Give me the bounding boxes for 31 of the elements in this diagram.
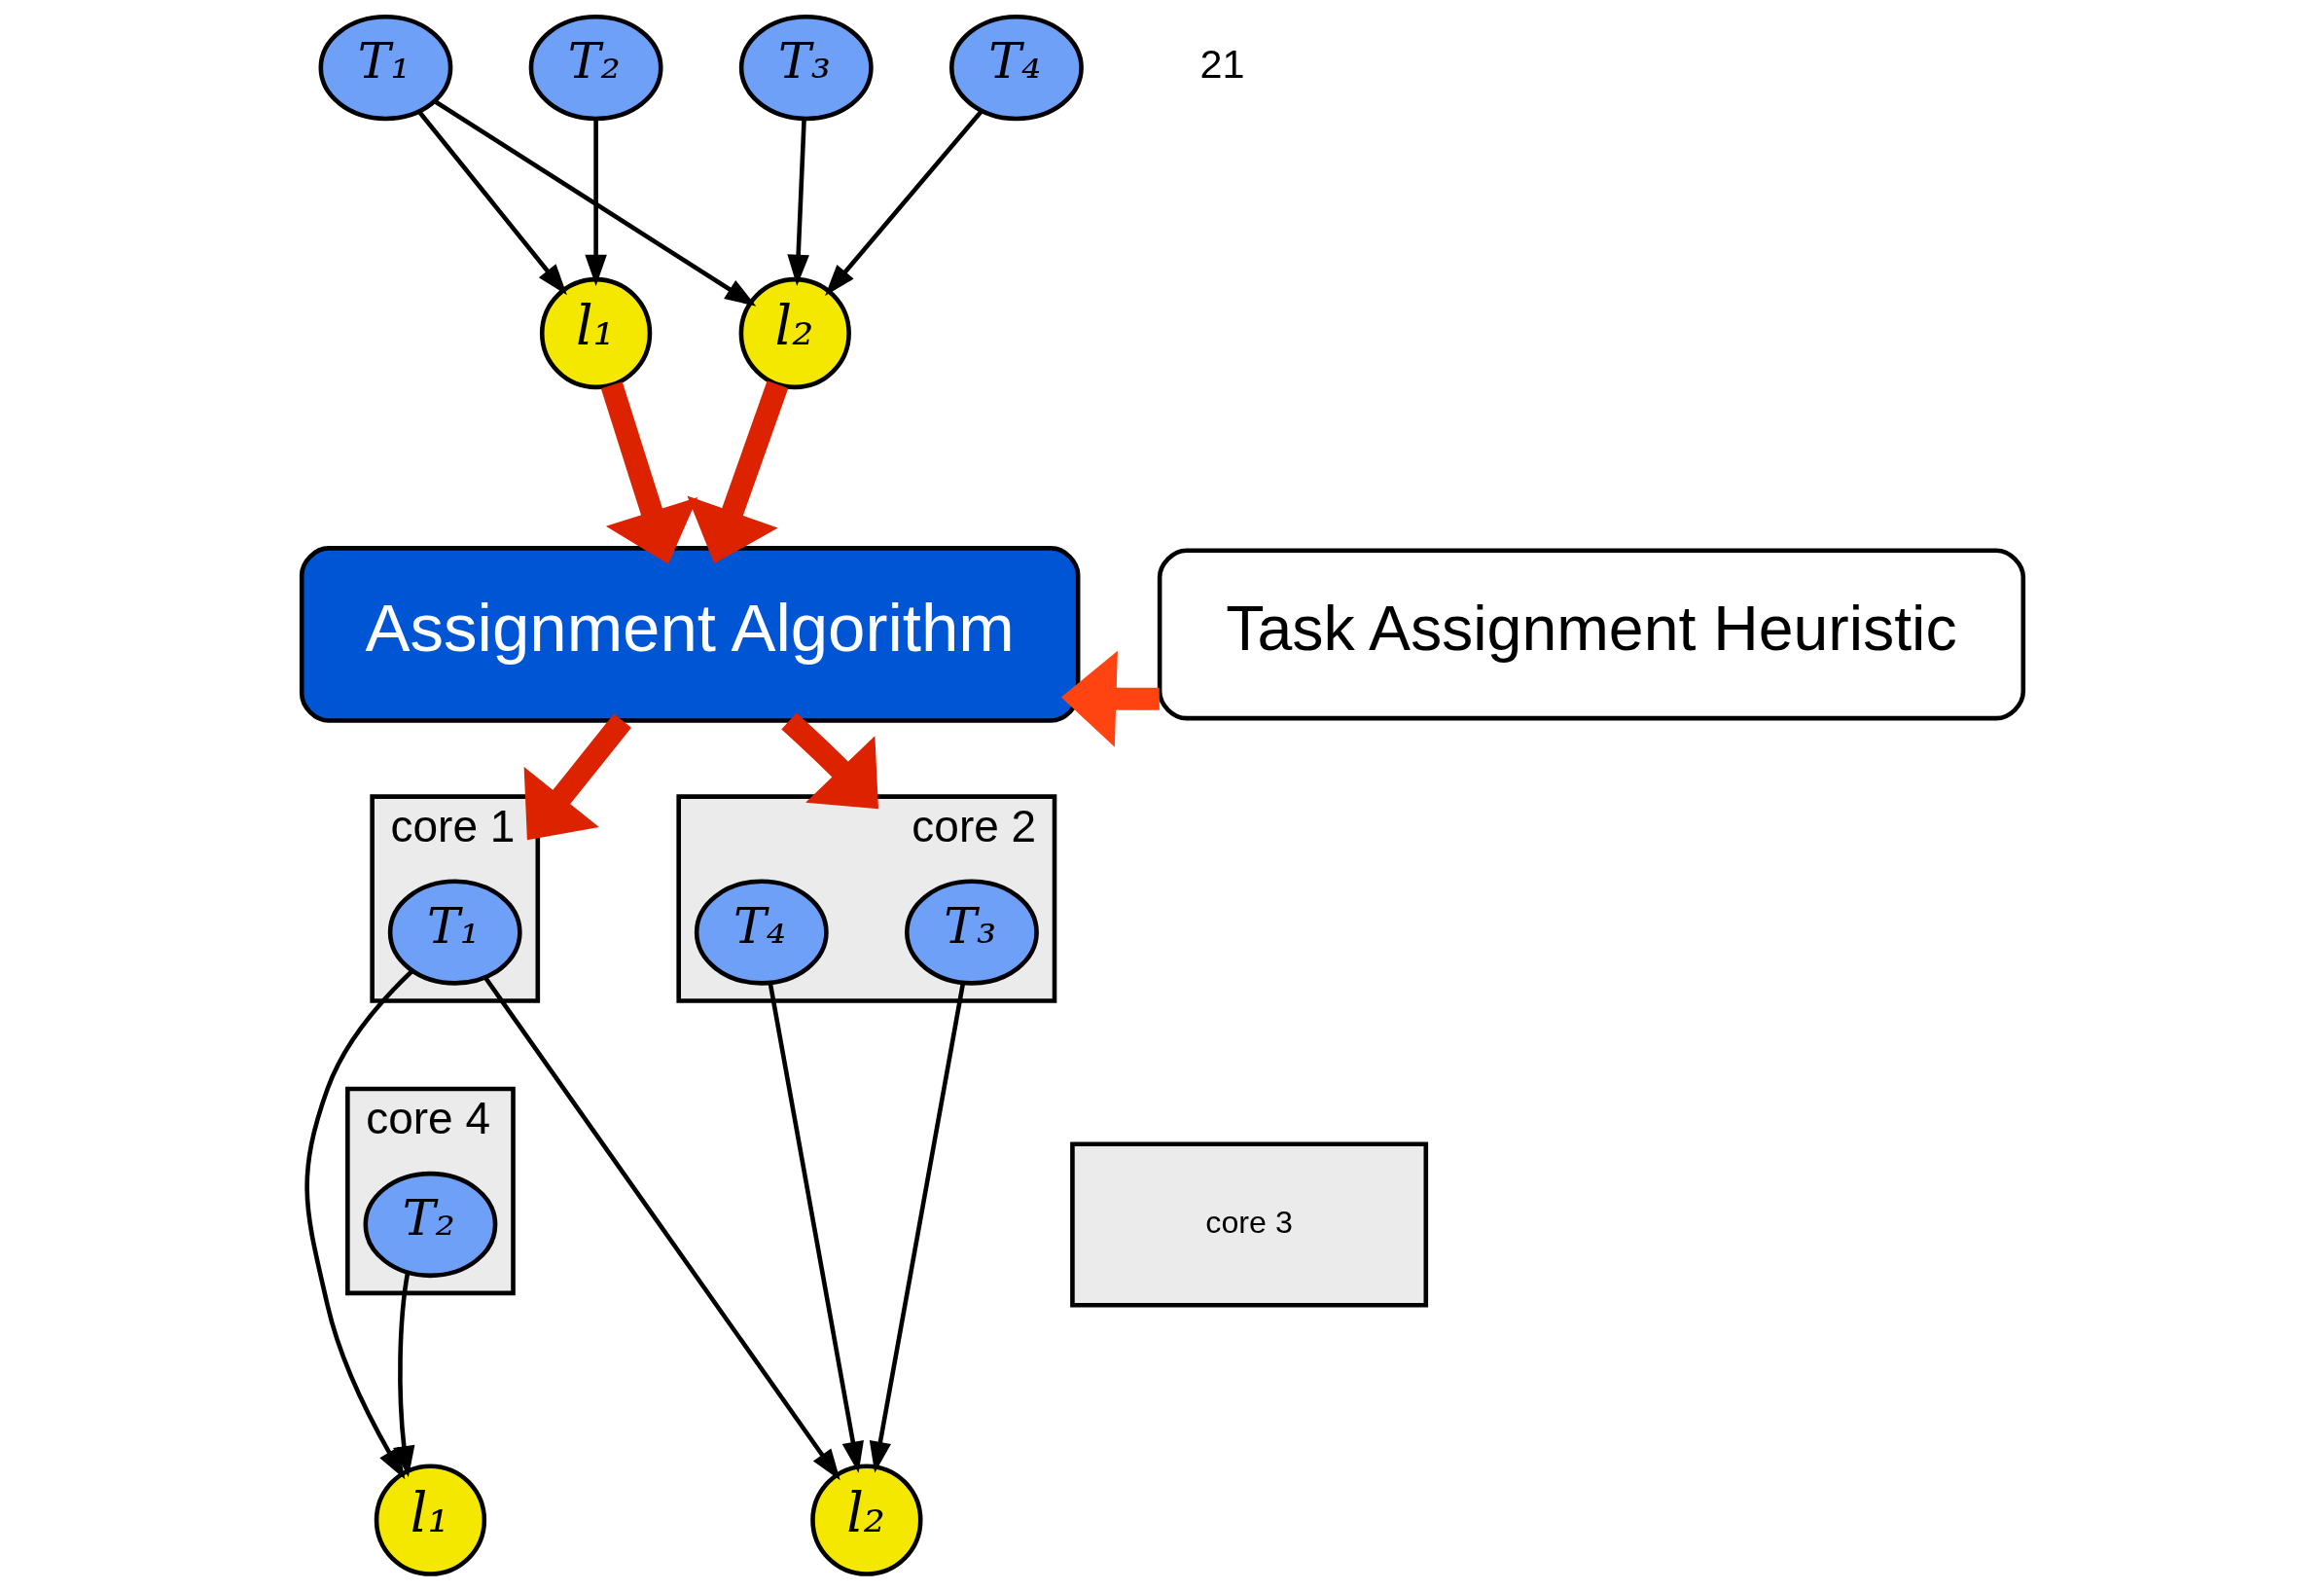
arrow — [433, 99, 756, 307]
node-box: Task Assignment Heuristic — [1157, 548, 2025, 721]
node-ellipse: T₂ — [363, 1171, 497, 1279]
node-ellipse: T₂ — [528, 15, 663, 122]
arrow — [768, 983, 864, 1473]
node-ellipse: T₄ — [948, 15, 1084, 122]
node-circle: l₂ — [738, 276, 851, 390]
arrow — [483, 976, 840, 1481]
node-box: Assignment Algorithm — [299, 546, 1080, 723]
node-ellipse: T₄ — [694, 879, 829, 986]
node-box: core 3 — [1069, 1141, 1428, 1308]
node-ellipse: T₃ — [904, 879, 1039, 986]
arrow — [416, 110, 567, 296]
arrow — [392, 1272, 414, 1478]
node-circle: l₂ — [809, 1464, 923, 1576]
arrow — [869, 983, 965, 1473]
arrow — [780, 712, 878, 810]
arrow — [824, 109, 983, 296]
arrow — [523, 713, 631, 841]
arrow — [304, 969, 413, 1480]
node-circle: l₁ — [374, 1464, 486, 1576]
arrow — [1060, 650, 1160, 747]
arrow — [584, 118, 607, 286]
arrow — [600, 381, 697, 564]
node-ellipse: T₁ — [318, 15, 452, 122]
label: 21 — [1199, 41, 1245, 87]
node-ellipse: T₁ — [387, 879, 522, 986]
node-circle: l₁ — [539, 276, 652, 390]
arrow — [786, 118, 809, 286]
node-ellipse: T₃ — [738, 15, 874, 122]
arrow — [686, 380, 788, 564]
